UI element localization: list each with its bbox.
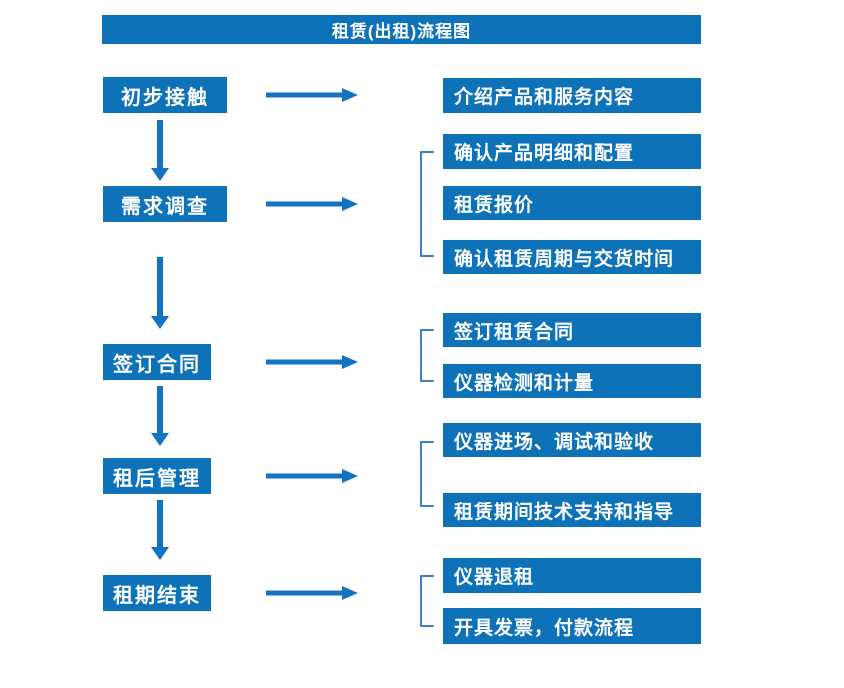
- stage-initial-contact: 初步接触: [103, 77, 227, 113]
- output-confirm-rental-period-delivery: 确认租赁周期与交货时间: [443, 240, 701, 274]
- down-arrow-3: [151, 386, 169, 446]
- output-confirm-product-details: 确认产品明细和配置: [443, 134, 701, 169]
- output-rental-technical-support: 租赁期间技术支持和指导: [443, 493, 701, 527]
- right-arrow-3: [266, 355, 358, 369]
- right-arrow-1: [266, 88, 358, 102]
- down-arrow-2: [151, 257, 169, 329]
- output-instrument-return: 仪器退租: [443, 558, 701, 593]
- right-arrow-4: [266, 469, 358, 483]
- stage-lease-end: 租期结束: [103, 575, 211, 611]
- right-arrow-5: [266, 586, 358, 600]
- bracket-sign-contract-outputs: [420, 329, 434, 382]
- output-sign-rental-contract: 签订租赁合同: [443, 313, 701, 347]
- stage-post-rental-management: 租后管理: [103, 458, 211, 494]
- down-arrow-4: [151, 500, 169, 560]
- down-arrow-1: [151, 120, 169, 181]
- right-arrow-2: [266, 197, 358, 211]
- stage-demand-survey: 需求调查: [103, 186, 227, 222]
- flowchart-title: 租赁(出租)流程图: [102, 15, 701, 44]
- output-rental-quotation: 租赁报价: [443, 186, 701, 220]
- output-invoice-payment-process: 开具发票，付款流程: [443, 608, 701, 644]
- output-instrument-inspection-metering: 仪器检测和计量: [443, 364, 701, 398]
- bracket-lease-end-outputs: [420, 575, 434, 627]
- stage-sign-contract: 签订合同: [103, 344, 211, 380]
- output-instrument-entry-commissioning: 仪器进场、调试和验收: [443, 423, 701, 457]
- output-intro-products-services: 介绍产品和服务内容: [443, 78, 701, 113]
- bracket-post-rental-outputs: [420, 441, 434, 507]
- bracket-demand-survey-outputs: [420, 151, 434, 257]
